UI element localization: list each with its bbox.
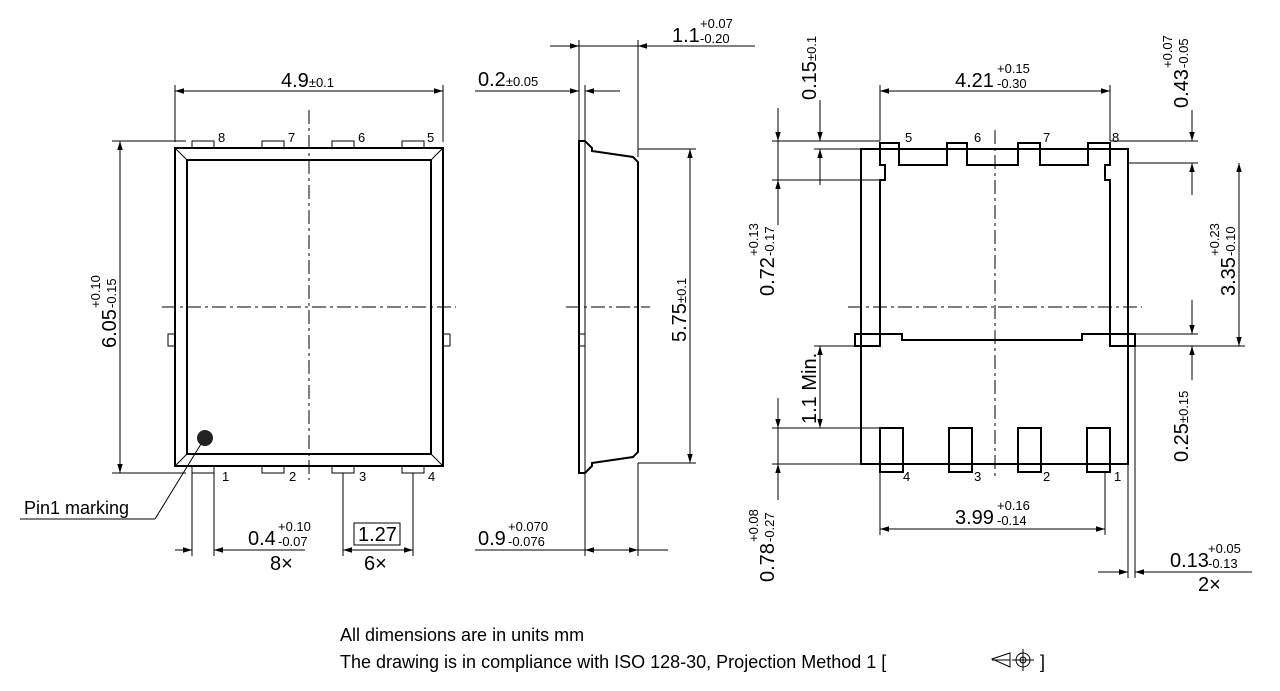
pin1-marking-label: Pin1 marking (24, 498, 129, 518)
svg-text:+0.08: +0.08 (746, 509, 761, 542)
dim-standoff: 0.2±0.05 (478, 69, 538, 91)
svg-text:1.1: 1.1 (672, 25, 700, 47)
pin-label: 6 (358, 130, 365, 145)
svg-text:+0.15: +0.15 (997, 61, 1030, 76)
svg-text:8×: 8× (270, 553, 293, 575)
svg-text:-0.14: -0.14 (997, 513, 1027, 528)
svg-text:+0.07: +0.07 (1160, 35, 1175, 68)
svg-text:-0.05: -0.05 (1176, 38, 1191, 68)
pin-label: 6 (974, 130, 981, 145)
svg-text:3.99: 3.99 (955, 507, 994, 529)
svg-text:0.25±0.15: 0.25±0.15 (1171, 391, 1193, 462)
svg-text:1.1 Min.: 1.1 Min. (799, 353, 821, 424)
svg-text:0.78: 0.78 (757, 543, 779, 582)
svg-text:+0.070: +0.070 (508, 519, 548, 534)
dim-bottom-span: 3.99 +0.16 -0.14 (955, 498, 1030, 529)
svg-text:2×: 2× (1198, 574, 1221, 596)
pin1-marking-dot (197, 430, 213, 446)
pin-label: 3 (974, 469, 981, 484)
svg-text:-0.17: -0.17 (762, 226, 777, 256)
dim-height: 6.05 +0.10 -0.15 (88, 275, 121, 348)
svg-text:0.4: 0.4 (248, 528, 276, 550)
svg-text:-0.076: -0.076 (508, 534, 545, 549)
pin-label: 1 (1114, 469, 1121, 484)
top-view: 8 7 6 5 1 2 3 4 4.9±0.1 6.05 +0.10 -0.15… (20, 70, 456, 575)
svg-text:0.9: 0.9 (478, 528, 506, 550)
lead-2 (261, 465, 285, 474)
lead-5 (401, 140, 425, 149)
dim-top-offset: 0.15±0.1 (799, 36, 821, 100)
pin-label: 1 (222, 469, 229, 484)
pad-4 (879, 427, 904, 473)
svg-text:-0.10: -0.10 (1223, 226, 1238, 256)
svg-text:0.72: 0.72 (757, 257, 779, 296)
svg-text:-0.27: -0.27 (762, 512, 777, 542)
dim-pitch-count: 6× (364, 553, 387, 575)
svg-text:-0.20: -0.20 (700, 31, 730, 46)
side-view: 1.1 +0.07 -0.20 0.2±0.05 5.75±0.1 0.9 +0… (475, 16, 755, 556)
dim-body-thickness: 0.9 +0.070 -0.076 (478, 519, 548, 550)
dim-pad-width: 4.21 +0.15 -0.30 (955, 61, 1030, 92)
svg-text:-0.07: -0.07 (278, 534, 308, 549)
svg-text:+0.05: +0.05 (1208, 541, 1241, 556)
notes: All dimensions are in units mm The drawi… (340, 625, 1045, 672)
svg-text:+0.10: +0.10 (88, 275, 103, 308)
svg-text:0.43: 0.43 (1171, 69, 1193, 108)
pin-label: 2 (1043, 469, 1050, 484)
svg-text:+0.13: +0.13 (746, 223, 761, 256)
svg-text:4.21: 4.21 (955, 70, 994, 92)
svg-text:+0.07: +0.07 (700, 16, 733, 31)
pin-label: 3 (359, 469, 366, 484)
note-projection: The drawing is in compliance with ISO 12… (340, 652, 886, 672)
exposed-pad (879, 142, 1111, 341)
lead-3 (331, 465, 355, 474)
projection-method-icon (990, 649, 1034, 671)
pin-label: 5 (427, 130, 434, 145)
dim-foot-len: 0.78 +0.08 -0.27 (746, 509, 779, 582)
pin-label: 8 (218, 130, 225, 145)
dim-lead-width: 0.4 +0.10 -0.07 8× (248, 519, 311, 575)
basic-dim-box (353, 522, 401, 546)
lead-4 (401, 465, 425, 474)
note-projection-end: ] (1040, 652, 1045, 672)
bottom-view: 5 6 7 8 4 3 2 1 4.21 +0.15 -0.30 0.15±0.… (746, 35, 1252, 596)
pin-label: 8 (1112, 130, 1119, 145)
dim-total-thickness: 1.1 +0.07 -0.20 (672, 16, 733, 47)
svg-text:-0.15: -0.15 (104, 278, 119, 308)
lead-6 (331, 140, 355, 149)
pad-3 (948, 427, 973, 473)
svg-text:0.13: 0.13 (1170, 550, 1209, 572)
note-units: All dimensions are in units mm (340, 625, 584, 645)
pin-label: 4 (428, 469, 435, 484)
dim-pad-height: 3.35 +0.23 -0.10 (1207, 223, 1240, 296)
svg-text:5.75±0.1: 5.75±0.1 (669, 278, 691, 342)
pin-label: 7 (1043, 130, 1050, 145)
pin-label: 5 (905, 130, 912, 145)
pin-label: 2 (289, 469, 296, 484)
dim-tab-height: 0.25±0.15 (1171, 391, 1193, 462)
dim-lead-len: 0.72 +0.13 -0.17 (746, 223, 779, 296)
svg-text:-0.13: -0.13 (1208, 556, 1238, 571)
svg-text:+0.16: +0.16 (997, 498, 1030, 513)
lead-1 (191, 465, 215, 474)
dim-pitch: 1.27 (358, 524, 397, 546)
svg-text:6.05: 6.05 (99, 309, 121, 348)
svg-text:+0.23: +0.23 (1207, 223, 1222, 256)
dim-min-len: 1.1 Min. (799, 353, 821, 424)
lead-7 (261, 140, 285, 149)
dim-top-edge: 0.43 +0.07 -0.05 (1160, 35, 1193, 108)
svg-text:3.35: 3.35 (1218, 257, 1240, 296)
dim-tab-protrusion: 0.13 +0.05 -0.13 2× (1170, 541, 1241, 596)
svg-text:0.15±0.1: 0.15±0.1 (799, 36, 821, 100)
svg-text:-0.30: -0.30 (997, 76, 1027, 91)
pin-label: 4 (903, 469, 910, 484)
lead-8 (191, 140, 215, 149)
pad-1 (1086, 427, 1111, 473)
pad-2 (1017, 427, 1042, 473)
svg-text:+0.10: +0.10 (278, 519, 311, 534)
dim-body-length: 5.75±0.1 (669, 278, 691, 342)
dim-width: 4.9±0.1 (281, 70, 334, 92)
pin-label: 7 (288, 130, 295, 145)
